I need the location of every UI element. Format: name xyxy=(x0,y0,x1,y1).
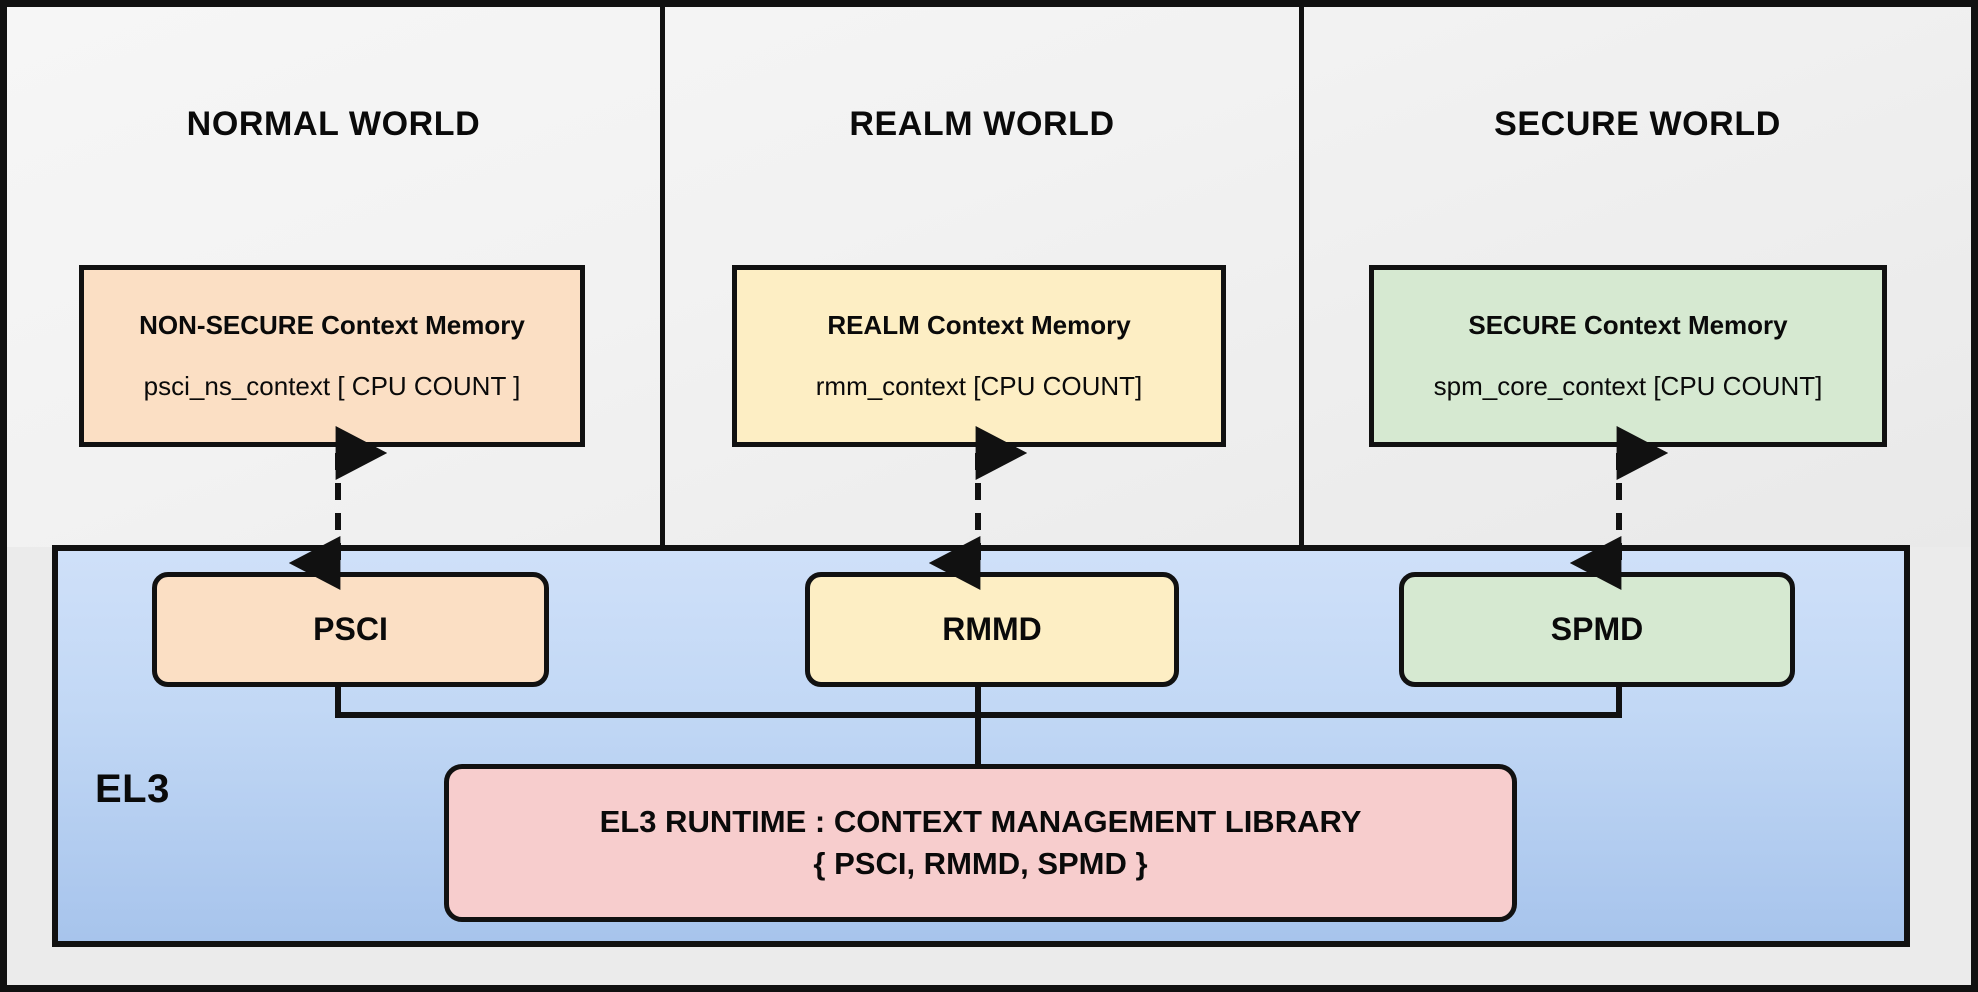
dispatcher-label-psci: PSCI xyxy=(313,611,388,647)
context-memory-box-non-secure[interactable]: NON-SECURE Context Memory psci_ns_contex… xyxy=(79,265,585,447)
el3-runtime-line-1: EL3 RUNTIME : CONTEXT MANAGEMENT LIBRARY xyxy=(599,804,1362,840)
world-title-secure: SECURE WORLD xyxy=(1494,105,1781,143)
context-memory-title-non-secure: NON-SECURE Context Memory xyxy=(139,309,525,340)
el3-runtime-library-box[interactable]: EL3 RUNTIME : CONTEXT MANAGEMENT LIBRARY… xyxy=(444,764,1517,922)
dispatcher-box-psci[interactable]: PSCI xyxy=(152,572,549,687)
context-memory-box-secure[interactable]: SECURE Context Memory spm_core_context [… xyxy=(1369,265,1887,447)
context-memory-subtitle-secure: spm_core_context [CPU COUNT] xyxy=(1433,371,1823,401)
context-memory-subtitle-realm: rmm_context [CPU COUNT] xyxy=(815,371,1143,401)
el3-runtime-line-2: { PSCI, RMMD, SPMD } xyxy=(813,846,1148,881)
dispatcher-box-spmd[interactable]: SPMD xyxy=(1399,572,1795,687)
context-memory-title-secure: SECURE Context Memory xyxy=(1468,309,1788,340)
dispatcher-box-rmmd[interactable]: RMMD xyxy=(805,572,1179,687)
world-title-realm: REALM WORLD xyxy=(849,105,1115,143)
dispatcher-label-spmd: SPMD xyxy=(1550,611,1644,647)
world-column-realm: REALM WORLD xyxy=(660,7,1299,547)
dispatcher-label-rmmd: RMMD xyxy=(942,611,1042,647)
world-column-secure: SECURE WORLD xyxy=(1299,7,1971,547)
world-title-normal: NORMAL WORLD xyxy=(186,105,481,143)
el3-label: EL3 xyxy=(95,767,170,811)
context-memory-box-realm[interactable]: REALM Context Memory rmm_context [CPU CO… xyxy=(732,265,1226,447)
context-memory-title-realm: REALM Context Memory xyxy=(827,309,1131,340)
world-column-normal: NORMAL WORLD xyxy=(7,7,660,547)
context-memory-subtitle-non-secure: psci_ns_context [ CPU COUNT ] xyxy=(143,371,521,401)
